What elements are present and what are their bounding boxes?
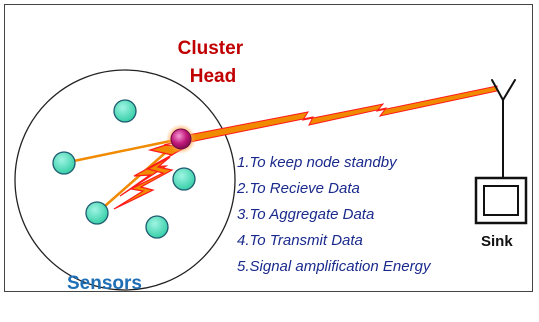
sensor-link-line <box>63 137 181 165</box>
sink-label: Sink <box>481 233 513 250</box>
sensor-node <box>85 201 109 225</box>
task-item: 4.To Transmit Data <box>237 232 363 249</box>
task-item: 5.Signal amplification Energy <box>237 258 432 275</box>
sink-node-icon <box>474 176 528 225</box>
sensor-node <box>145 215 169 239</box>
lightning-bolt-icon <box>113 156 174 210</box>
sensor-node <box>172 167 196 191</box>
sink-antenna-icon <box>491 79 516 183</box>
cluster-head-label: Cluster Head <box>178 38 249 87</box>
task-item: 3.To Aggregate Data <box>237 206 374 223</box>
sensor-node <box>52 151 76 175</box>
sensors-label: Sensors <box>67 273 142 294</box>
cluster-head-node <box>170 128 192 150</box>
sensor-node <box>113 99 137 123</box>
task-item: 2.To Recieve Data <box>236 180 360 197</box>
task-item: 1.To keep node standby <box>237 154 398 171</box>
cluster-head-task-list: 1.To keep node standby 2.To Recieve Data… <box>236 154 432 275</box>
